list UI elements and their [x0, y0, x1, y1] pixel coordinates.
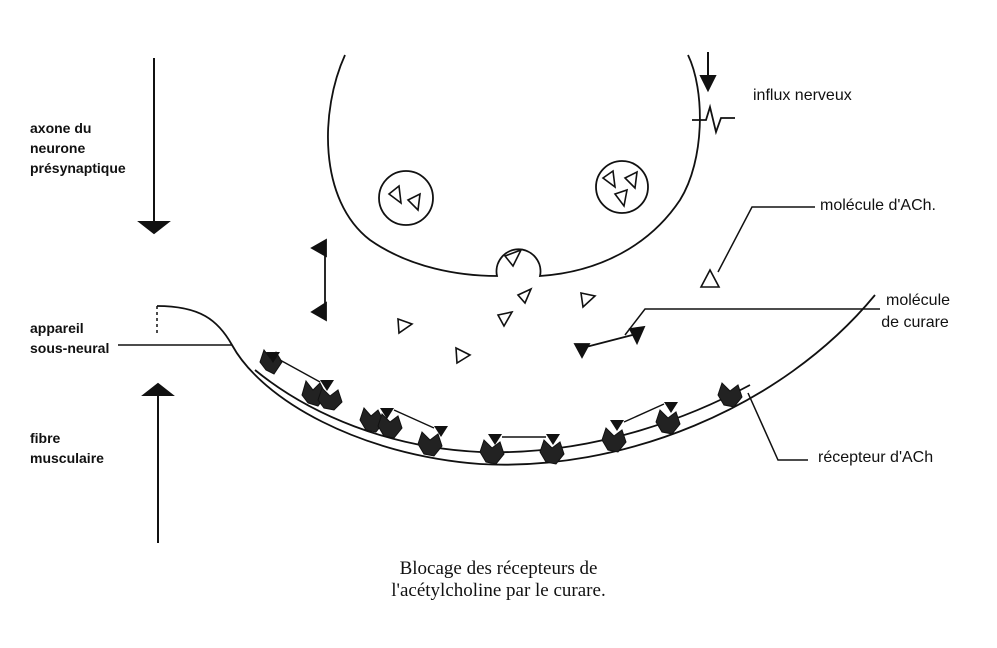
figure-caption: Blocage des récepteurs de l'acétylcholin… — [0, 558, 997, 602]
label-recepteur: récepteur d'ACh — [818, 449, 934, 466]
ach-molecule-icon — [613, 188, 629, 208]
label-axone: axone du neurone présynaptique — [30, 118, 126, 178]
label-influx: influx nerveux — [753, 87, 852, 104]
ach-molecule-icon — [601, 169, 617, 189]
vesicle-icon — [378, 170, 434, 226]
receptor-icon — [717, 382, 743, 408]
ach-molecule-icon — [580, 291, 597, 309]
ach-molecule-icon — [397, 317, 414, 335]
receptor-icon — [417, 431, 443, 457]
receptor-icon — [655, 409, 681, 435]
label-line: axone du — [30, 120, 92, 136]
muscle-membrane-outer — [156, 294, 876, 466]
nerve-impulse-icon — [692, 103, 735, 136]
arrow-up-icon — [141, 382, 175, 396]
ach-molecule-icon — [406, 192, 421, 212]
label-line: fibre — [30, 430, 61, 446]
caption-line: l'acétylcholine par le curare. — [391, 580, 606, 601]
ach-molecule-icon — [496, 310, 514, 328]
label-molecule-ach: molécule d'ACh. — [820, 197, 936, 214]
ach-molecule-icon — [503, 248, 523, 268]
receptor-icon — [539, 439, 565, 465]
label-line: présynaptique — [30, 160, 126, 176]
curare-molecule-icon — [310, 238, 327, 322]
arrow-down-icon — [699, 75, 717, 93]
label-molecule-curare: molécule de curare — [881, 290, 951, 334]
label-line: neurone — [30, 140, 86, 156]
label-line: de curare — [881, 314, 949, 331]
label-line: musculaire — [30, 450, 104, 466]
ach-molecule-icon — [623, 170, 638, 190]
label-line: appareil — [30, 320, 84, 336]
caption-line: Blocage des récepteurs de — [399, 558, 598, 579]
ach-molecule-icon — [455, 346, 472, 365]
presynaptic-terminal — [327, 54, 701, 277]
receptor-icon — [317, 387, 343, 411]
label-line: molécule — [886, 292, 951, 309]
curare-molecule-icon — [573, 325, 646, 359]
ach-molecule-icon — [516, 287, 533, 305]
arrow-down-icon — [137, 221, 171, 235]
ach-molecule-icon — [387, 184, 403, 205]
receptor-icon — [479, 439, 505, 465]
receptor-row — [259, 348, 743, 465]
receptor-icon — [601, 427, 627, 453]
label-line: sous-neural — [30, 340, 110, 356]
label-fibre: fibre musculaire — [30, 428, 104, 468]
vesicle-icon — [595, 160, 649, 214]
receptor-icon — [377, 413, 403, 439]
label-appareil: appareil sous-neural — [30, 318, 109, 358]
ach-molecule-icon — [699, 268, 721, 288]
